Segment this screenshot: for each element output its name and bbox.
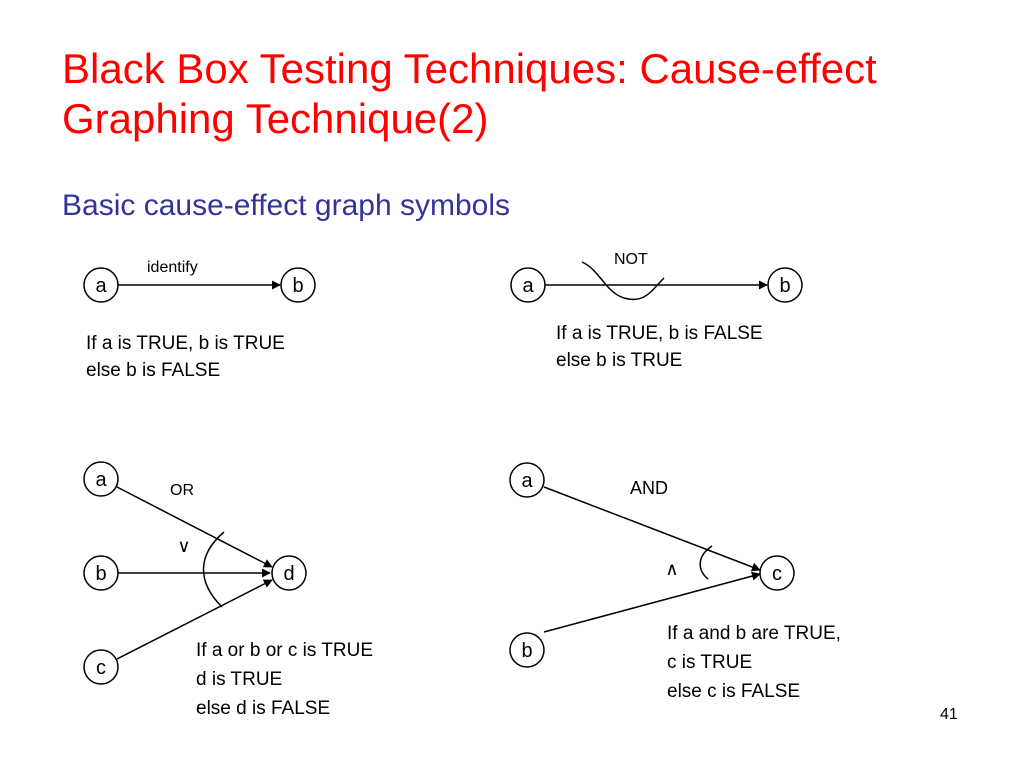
or-condition-text: If a or b or c is TRUE d is TRUE else d … (196, 636, 373, 723)
and-symbol: ∧ AND a b c (509, 462, 795, 668)
or-label: OR (170, 482, 194, 499)
not-label: NOT (614, 251, 648, 268)
identify-symbol: a b identify (83, 259, 316, 303)
title-line-1: Black Box Testing Techniques: Cause-effe… (62, 45, 877, 92)
not-condition-text: If a is TRUE, b is FALSE else b is TRUE (556, 320, 763, 374)
or-edge-c (116, 579, 273, 660)
or-operator: ∨ (177, 536, 190, 556)
or-node-c-circle (83, 649, 119, 685)
or-edge-a (116, 486, 273, 568)
or-symbol: ∨ OR a b c d (83, 461, 307, 685)
identify-node-b-circle (280, 267, 316, 303)
or-node-b-circle (83, 555, 119, 591)
not-node-a: a (522, 275, 534, 297)
identify-node-a: a (95, 275, 107, 297)
identify-node-b: b (292, 275, 303, 297)
identify-node-a-circle (83, 267, 119, 303)
and-node-b-circle (509, 632, 545, 668)
not-node-b-circle (767, 267, 803, 303)
not-tilde (581, 261, 665, 301)
and-edge-b (543, 571, 761, 633)
identify-condition-text: If a is TRUE, b is TRUE else b is FALSE (86, 330, 285, 384)
slide-title: Black Box Testing Techniques: Cause-effe… (62, 44, 1002, 144)
or-condition-line: If a or b or c is TRUE (196, 640, 374, 661)
and-condition-line: If a and b are TRUE, (667, 623, 841, 644)
not-node-b: b (779, 275, 790, 297)
and-label: AND (630, 478, 668, 498)
identify-condition-line: If a is TRUE, b is TRUE (86, 333, 285, 354)
identify-label: identify (147, 259, 198, 276)
or-condition-line: else d is FALSE (196, 698, 331, 719)
and-condition-line: c is TRUE (667, 652, 753, 673)
or-node-c: c (96, 657, 106, 679)
or-node-a: a (95, 469, 107, 491)
and-condition-line: else c is FALSE (667, 681, 801, 702)
slide-subtitle: Basic cause-effect graph symbols (62, 189, 510, 222)
and-edge-a (543, 486, 761, 572)
and-node-c: c (772, 563, 782, 585)
or-node-b: b (95, 563, 106, 585)
identify-condition-line: else b is FALSE (86, 360, 221, 381)
not-symbol: a b NOT (510, 251, 803, 303)
and-operator: ∧ (665, 559, 678, 579)
and-node-b: b (521, 640, 532, 662)
and-condition-text: If a and b are TRUE, c is TRUE else c is… (667, 619, 841, 706)
or-node-a-circle (83, 461, 119, 497)
and-node-a: a (521, 470, 533, 492)
page-number: 41 (940, 706, 958, 723)
not-node-a-circle (510, 267, 546, 303)
or-arc (202, 531, 225, 608)
or-node-d-circle (271, 555, 307, 591)
or-condition-line: d is TRUE (196, 669, 283, 690)
and-node-c-circle (759, 555, 795, 591)
and-node-a-circle (509, 462, 545, 498)
not-condition-line: else b is TRUE (556, 350, 683, 371)
not-condition-line: If a is TRUE, b is FALSE (556, 323, 763, 344)
and-arc (699, 545, 713, 580)
or-node-d: d (283, 563, 294, 585)
title-line-2: Graphing Technique(2) (62, 95, 489, 142)
